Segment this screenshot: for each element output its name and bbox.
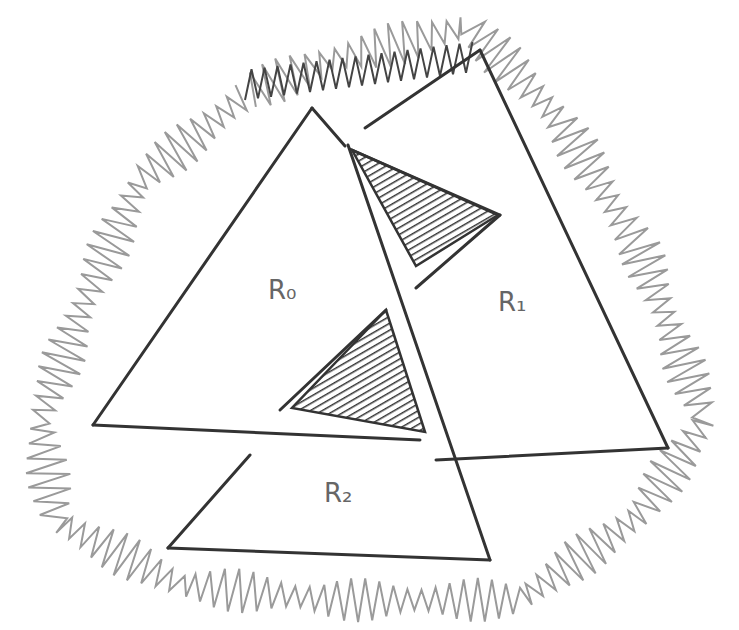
hatched-region <box>352 150 498 266</box>
region-label-box: R₀ <box>262 272 303 309</box>
scribble-path <box>245 42 473 100</box>
triangle-edges <box>93 50 668 560</box>
region-label-box: R₂ <box>318 475 359 512</box>
scribble-shading <box>26 17 713 622</box>
hatched-region <box>292 310 425 432</box>
region-label-box: R₁ <box>492 284 533 321</box>
region-label: R₀ <box>268 276 297 305</box>
region-label: R₁ <box>498 288 527 317</box>
scribble-path <box>26 17 713 622</box>
region-label: R₂ <box>324 479 353 508</box>
